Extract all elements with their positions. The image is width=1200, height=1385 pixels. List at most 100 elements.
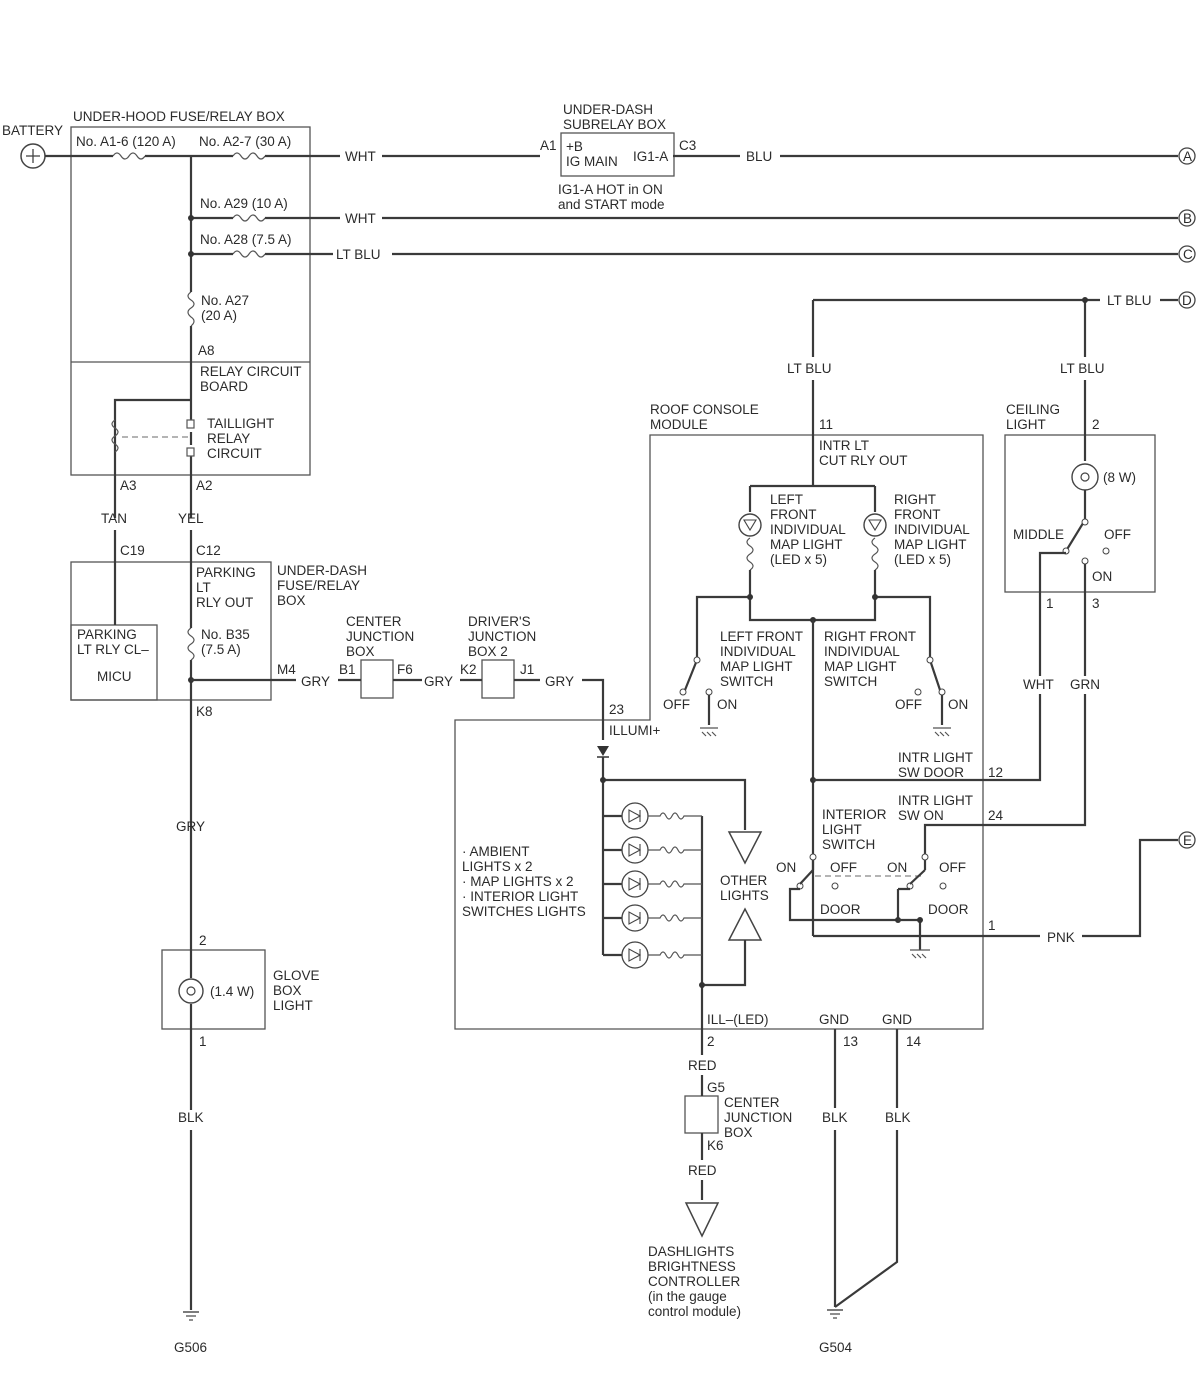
intr-lt-cut-label: INTR LT CUT RLY OUT <box>819 438 908 468</box>
wire-red-2: RED <box>688 1163 717 1178</box>
wire-red-1: RED <box>688 1058 717 1073</box>
right-map-switch-label: RIGHT FRONT INDIVIDUAL MAP LIGHT SWITCH <box>824 629 916 689</box>
fuse-a16-label: No. A1-6 (120 A) <box>76 134 176 149</box>
pin-k8: K8 <box>196 704 213 719</box>
wire-ltblu-2: LT BLU <box>1060 361 1105 376</box>
wire-blk-3: BLK <box>885 1110 911 1125</box>
wire-yel: YEL <box>178 511 204 526</box>
relay-coil-icon <box>111 419 119 453</box>
on-left: ON <box>717 697 738 712</box>
middle-label: MIDDLE <box>1013 527 1065 542</box>
micu-label: MICU <box>97 669 132 684</box>
dashlights-label: DASHLIGHTS BRIGHTNESS CONTROLLER (in the… <box>648 1244 742 1319</box>
ceiling-light-label: CEILING LIGHT <box>1006 402 1061 432</box>
fuse-b35-label: No. B35 (7.5 A) <box>201 627 250 657</box>
drivers-jb-label: DRIVER'S JUNCTION BOX 2 <box>468 614 537 659</box>
wire-gry-1: GRY <box>301 674 331 689</box>
underdash-box-label: UNDER-DASH FUSE/RELAY BOX <box>277 563 368 608</box>
battery-label: BATTERY <box>2 123 64 138</box>
left-map-switch-label: LEFT FRONT INDIVIDUAL MAP LIGHT SWITCH <box>720 629 804 689</box>
off-switch-2: OFF <box>939 860 966 875</box>
wire-ltblu-c: LT BLU <box>336 247 381 262</box>
off-switch-1: OFF <box>830 860 857 875</box>
on-ceiling: ON <box>1092 569 1113 584</box>
pin-24: 24 <box>988 808 1004 823</box>
wire-grn: GRN <box>1070 677 1100 692</box>
fuse-a28-icon <box>232 250 266 258</box>
fuse-a2-7-icon <box>232 152 266 160</box>
conn-a: A <box>1183 149 1193 164</box>
pin-23: 23 <box>609 702 625 717</box>
ig-main-label: +B IG MAIN <box>566 139 618 169</box>
pin-c3: C3 <box>679 138 697 153</box>
pin-2-ill: 2 <box>707 1034 715 1049</box>
ig1a-label: IG1-A <box>633 149 669 164</box>
on-switch-2: ON <box>887 860 908 875</box>
pin-m4: M4 <box>277 662 296 677</box>
intr-sw-on-label: INTR LIGHT SW ON <box>898 793 974 823</box>
fuse-a27-30-label: No. A2-7 (30 A) <box>199 134 292 149</box>
ceiling-light-box <box>1004 434 1156 593</box>
ground-g506: G506 <box>174 1340 208 1355</box>
pin-a8: A8 <box>198 343 215 358</box>
left-map-led-icon <box>738 513 762 537</box>
gnd-14-label: GND <box>882 1012 912 1027</box>
fuse-a1-6-icon <box>112 152 146 160</box>
ceiling-bulb-icon <box>1071 463 1099 491</box>
glove-box-light-label: GLOVE BOX LIGHT <box>273 968 320 1013</box>
roof-console-module-box <box>454 434 984 1030</box>
pin-b1: B1 <box>339 662 356 677</box>
wire-blu: BLU <box>746 149 773 164</box>
diode-icon <box>597 746 609 756</box>
wire-pnk: PNK <box>1047 930 1075 945</box>
glove-box-bulb-icon <box>178 978 204 1004</box>
ambient-lights-label: · AMBIENT LIGHTS x 2 · MAP LIGHTS x 2 · … <box>462 844 586 919</box>
other-lights-down-arrow-icon <box>727 831 763 865</box>
subrelay-box-label: UNDER-DASH SUBRELAY BOX <box>563 102 667 132</box>
pin-g5: G5 <box>707 1080 726 1095</box>
on-right: ON <box>948 697 969 712</box>
fuse-a29-icon <box>232 214 266 222</box>
off-left: OFF <box>663 697 690 712</box>
conn-c: C <box>1183 247 1193 262</box>
fuse-a29-label: No. A29 (10 A) <box>200 196 288 211</box>
door-2: DOOR <box>928 902 969 917</box>
wire-wht-3: WHT <box>1023 677 1054 692</box>
other-lights-label: OTHER LIGHTS <box>720 873 769 903</box>
parking-lt-rly-cl: PARKING LT RLY CL– <box>77 627 149 657</box>
interior-light-switch-label: INTERIOR LIGHT SWITCH <box>822 807 887 852</box>
led-array <box>603 802 702 969</box>
left-map-light-label: LEFT FRONT INDIVIDUAL MAP LIGHT (LED x 5… <box>770 492 846 567</box>
pin-14: 14 <box>906 1034 922 1049</box>
center-junction-box-2 <box>684 1095 719 1134</box>
wire-gry-2: GRY <box>424 674 454 689</box>
pin-1-pnk: 1 <box>988 918 996 933</box>
other-lights-up-arrow-icon <box>727 907 763 941</box>
pin-12: 12 <box>988 765 1004 780</box>
wire-ltblu-d: LT BLU <box>1107 293 1152 308</box>
illumi-plus-label: ILLUMI+ <box>609 723 661 738</box>
pin-1-glove: 1 <box>199 1034 207 1049</box>
connector-d-icon <box>1178 291 1196 309</box>
wire-wht-1: WHT <box>345 149 376 164</box>
fuse-a27-icon <box>187 291 195 327</box>
roof-console-label: ROOF CONSOLE MODULE <box>650 402 759 432</box>
wire-blk-1: BLK <box>178 1110 204 1125</box>
connector-c-icon <box>1178 245 1196 263</box>
taillight-relay-label: TAILLIGHT RELAY CIRCUIT <box>207 416 275 461</box>
center-jb2-label: CENTER JUNCTION BOX <box>724 1095 793 1140</box>
center-junction-box-1 <box>360 659 394 699</box>
pin-f6: F6 <box>397 662 413 677</box>
wire-gry-4: GRY <box>176 819 206 834</box>
door-1: DOOR <box>820 902 861 917</box>
right-map-light-label: RIGHT FRONT INDIVIDUAL MAP LIGHT (LED x … <box>894 492 970 567</box>
conn-e: E <box>1183 833 1193 848</box>
gnd-13-label: GND <box>819 1012 849 1027</box>
pin-c12: C12 <box>196 543 221 558</box>
on-switch-1: ON <box>776 860 797 875</box>
underhood-box-label: UNDER-HOOD FUSE/RELAY BOX <box>73 109 285 124</box>
subrelay-box <box>560 132 675 177</box>
glove-box-light-box <box>161 949 266 1030</box>
parking-lt-rly-out: PARKING LT RLY OUT <box>196 565 256 610</box>
pin-k6: K6 <box>707 1138 724 1153</box>
